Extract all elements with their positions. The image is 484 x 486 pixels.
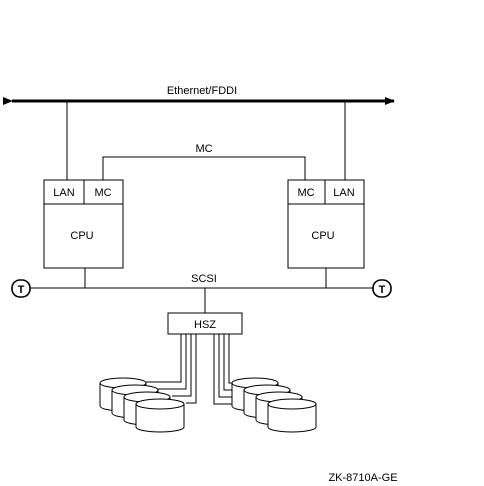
mc-interconnect-label: MC xyxy=(195,143,212,155)
disk-right-4 xyxy=(267,398,317,433)
mc-interconnect-line xyxy=(102,156,306,180)
ethernet-fddi-label: Ethernet/FDDI xyxy=(167,85,237,97)
terminator-right-label: T xyxy=(379,284,386,296)
disk-left-4 xyxy=(135,398,185,433)
scsi-bus-label: SCSI xyxy=(191,273,217,285)
hsz-controller: HSZ xyxy=(167,312,243,335)
cpu-right-lan-label: LAN xyxy=(333,187,354,199)
cpu-right-label: CPU xyxy=(311,230,334,242)
cpu-left-mc-label: MC xyxy=(94,187,111,199)
cpu-left-lan-label: LAN xyxy=(53,187,74,199)
terminator-right: T xyxy=(372,279,392,298)
hsz-label: HSZ xyxy=(194,319,216,331)
disk-group-right xyxy=(231,377,317,433)
cpu-left-label: CPU xyxy=(70,230,93,242)
terminator-left-label: T xyxy=(18,284,25,296)
cpu-right-mc-label: MC xyxy=(297,187,314,199)
terminator-left: T xyxy=(11,279,31,298)
figure-id-label: ZK-8710A-GE xyxy=(328,472,397,484)
disk-cabling-left xyxy=(146,334,197,404)
disk-group-left xyxy=(99,377,185,433)
cpu-node-left: LAN MC CPU xyxy=(43,179,124,269)
cpu-node-right: MC LAN CPU xyxy=(287,179,365,269)
